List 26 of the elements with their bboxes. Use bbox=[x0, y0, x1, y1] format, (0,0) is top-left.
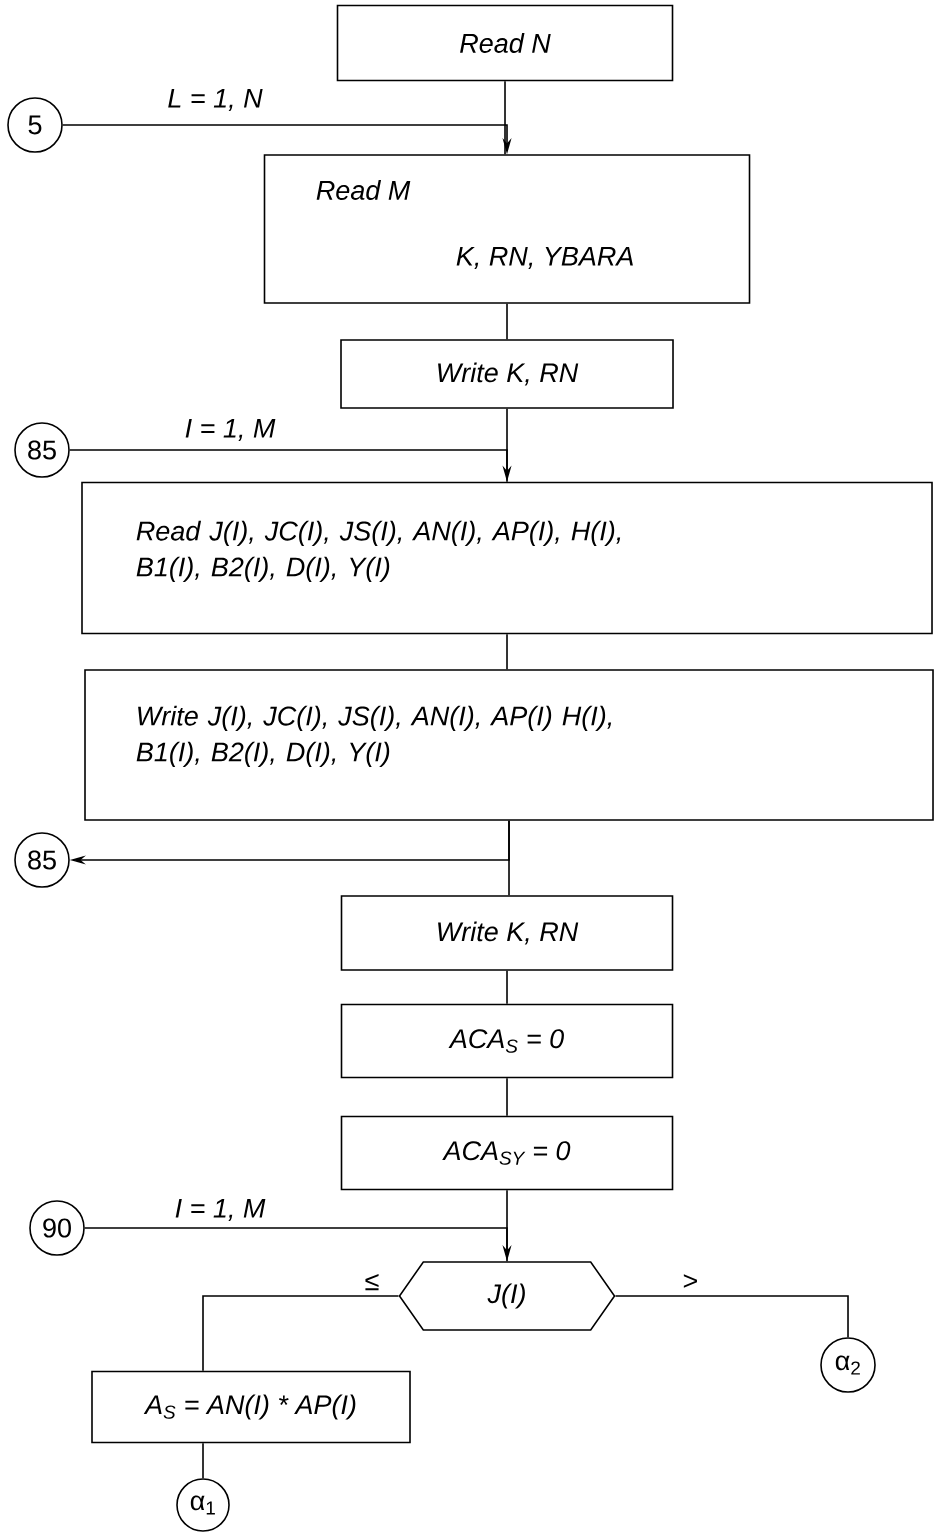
process-box: ACA$_{SY}$ = 0 bbox=[340, 1115, 674, 1191]
connector-line bbox=[506, 970, 508, 1005]
connector-line bbox=[202, 1295, 400, 1372]
edge-label: > bbox=[681, 1273, 699, 1291]
process-box: Write J(I), JC(I), JS(I), AN(I), AP(I) H(I), B1(I), B2(I), D(I), Y(I) bbox=[84, 669, 934, 821]
edge-label: L = 1, N bbox=[166, 88, 264, 112]
connector-line bbox=[506, 633, 508, 670]
process-box: ACA$_{S}$ = 0 bbox=[340, 1003, 674, 1079]
connector-line bbox=[202, 1442, 204, 1479]
process-box: Read M K, RN, YBARA bbox=[263, 154, 751, 304]
edge-label: I = 1, M bbox=[183, 418, 277, 442]
process-box: Write K, RN bbox=[340, 339, 674, 409]
connector-line bbox=[614, 1295, 849, 1338]
process-box: Read J(I), JC(I), JS(I), AN(I), AP(I), H(I), B1(I), B2(I), D(I), Y(I) bbox=[81, 481, 933, 635]
decision-hexagon: J(I) bbox=[398, 1261, 616, 1331]
connector-line bbox=[506, 303, 508, 340]
edge-label: I = 1, M bbox=[173, 1198, 267, 1223]
process-box: A$_{S}$ = AN(I) * AP(I) bbox=[91, 1370, 411, 1444]
process-box: Write K, RN bbox=[340, 895, 674, 971]
connector-line bbox=[506, 408, 508, 483]
connector-line bbox=[504, 80, 506, 155]
process-box: Read N bbox=[336, 4, 674, 82]
connector-line bbox=[508, 820, 510, 896]
connector-line bbox=[506, 1077, 508, 1117]
connector-line bbox=[506, 1189, 508, 1262]
edge-label: ≤ bbox=[363, 1272, 381, 1292]
